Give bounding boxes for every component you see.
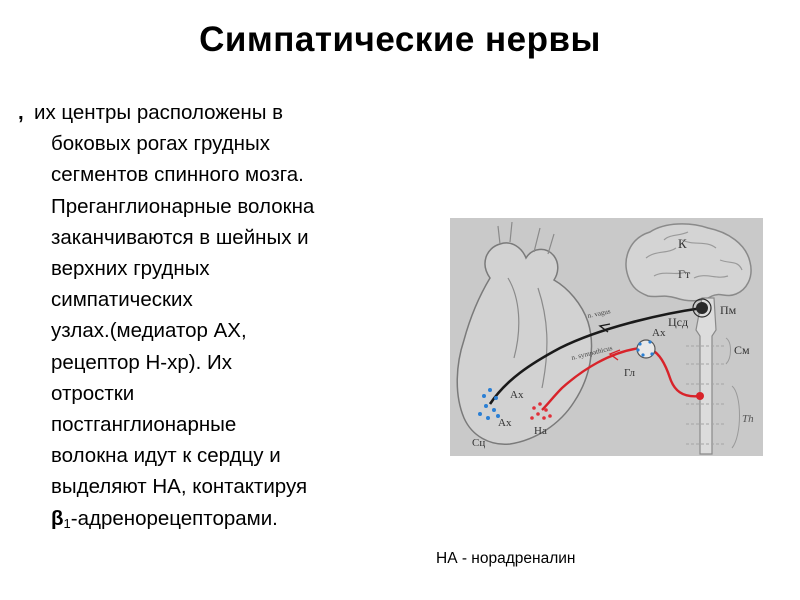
ach-dot (488, 388, 492, 392)
vertebrae (686, 345, 726, 445)
diagram-svg: К Гт Цсд Пм См Th Ах Гл Ах Ах На Сц n. v… (456, 221, 754, 455)
ach-dot (494, 396, 498, 400)
ach-dot (638, 342, 642, 346)
vagus-nucleus-ring (692, 298, 712, 318)
beta-symbol: β (51, 506, 64, 530)
segment-bracket-sm (725, 337, 731, 365)
vagus-fiber (488, 306, 703, 405)
text-line-last: β1-адренорецепторами. (51, 503, 418, 539)
label-k: К (678, 236, 687, 251)
bullet-paragraph: , их центры расположены в боковых рогах … (18, 97, 418, 539)
brain-folds (645, 231, 743, 279)
na-dot (532, 406, 536, 410)
vagus-arrow (598, 323, 611, 333)
text-line: заканчиваются в шейных и (51, 225, 309, 249)
label-tssd: Цсд (668, 315, 688, 329)
label-ax-heart-2: Ах (498, 417, 512, 429)
heart-vessels (497, 221, 555, 389)
na-dot (530, 416, 534, 420)
text-line: выделяют НА, контактируя (51, 475, 308, 499)
text-line: рецептор Н-хр). Их (51, 350, 232, 374)
text-line: волокна идут к сердцу и (51, 444, 281, 468)
ach-dot (641, 353, 645, 357)
text-line: верхних грудных (51, 257, 210, 281)
text-line: симпатических (51, 288, 193, 312)
last-line-rest: -адренорецепторами. (70, 506, 278, 530)
label-th: Th (742, 413, 754, 425)
sympathetic-arrow (608, 349, 621, 361)
heart-na-dots (530, 402, 552, 420)
ach-dot (650, 352, 654, 356)
na-dot (548, 414, 552, 418)
label-pm: Пм (720, 303, 737, 317)
sympathetic-innervation-diagram: К Гт Цсд Пм См Th Ах Гл Ах Ах На Сц n. v… (450, 218, 763, 456)
label-n-vagus: n. vagus (587, 307, 612, 320)
bullet-mark: , (18, 101, 24, 124)
vagus-nucleus (696, 302, 708, 314)
na-dot (538, 402, 542, 406)
ganglion-ach-dots (636, 340, 654, 357)
na-dot (544, 408, 548, 412)
text-line: узлах.(медиатор АХ, (51, 319, 247, 343)
label-ax-heart-1: Ах (510, 389, 524, 401)
ach-dot (496, 414, 500, 418)
sympathetic-fiber-pre (651, 348, 701, 398)
text-line: Преганглионарные волокна (51, 194, 315, 218)
spinal-cord (695, 297, 717, 455)
label-gt: Гт (678, 267, 691, 281)
heart-ach-dots (478, 388, 500, 420)
ach-dot (478, 412, 482, 416)
na-dot (536, 412, 540, 416)
ach-dot (482, 394, 486, 398)
ach-dot (484, 404, 488, 408)
ach-dot (492, 408, 496, 412)
label-gl: Гл (624, 367, 636, 379)
label-sts: Сц (472, 437, 485, 449)
text-line: сегментов спинного мозга. (51, 163, 304, 187)
text-line: отростки (51, 381, 135, 405)
ach-dot (636, 348, 640, 352)
sympathetic-fiber-post (541, 346, 641, 411)
footnote: НА - норадреналин (436, 550, 576, 567)
text-line: их центры расположены в (34, 101, 284, 124)
segment-bracket-th (731, 385, 740, 449)
text-line: постганглионарные (51, 413, 237, 437)
bullet-text: их центры расположены в боковых рогах гр… (34, 97, 418, 539)
na-dot (542, 416, 546, 420)
label-ax-top: Ах (652, 327, 666, 339)
label-na: На (534, 425, 547, 437)
beta-subscript: 1 (63, 515, 71, 531)
slide-title: Симпатические нервы (199, 20, 601, 59)
text-line: боковых рогах грудных (51, 132, 270, 156)
ach-dot (648, 340, 652, 344)
brain-outline (625, 223, 752, 302)
label-sm: См (734, 343, 750, 357)
sympathetic-origin (696, 392, 704, 400)
ach-dot (486, 416, 490, 420)
